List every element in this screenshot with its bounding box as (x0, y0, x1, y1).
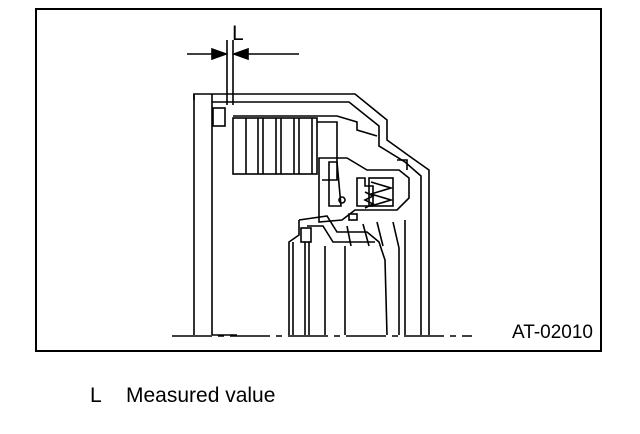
piston-and-spring (318, 157, 410, 223)
figure-frame: AT-02010 (35, 8, 602, 352)
dimension-L-marker (187, 40, 299, 105)
dimension-label: L (232, 22, 244, 45)
legend-description: Measured value (126, 384, 276, 407)
clutch-cross-section-drawing (172, 40, 472, 337)
hub-and-shaft (288, 215, 406, 336)
clutch-plates (232, 115, 378, 181)
clutch-drum (193, 93, 430, 336)
legend-symbol: L (90, 384, 102, 407)
legend: L Measured value (90, 384, 275, 408)
figure-id: AT-02010 (512, 322, 593, 343)
